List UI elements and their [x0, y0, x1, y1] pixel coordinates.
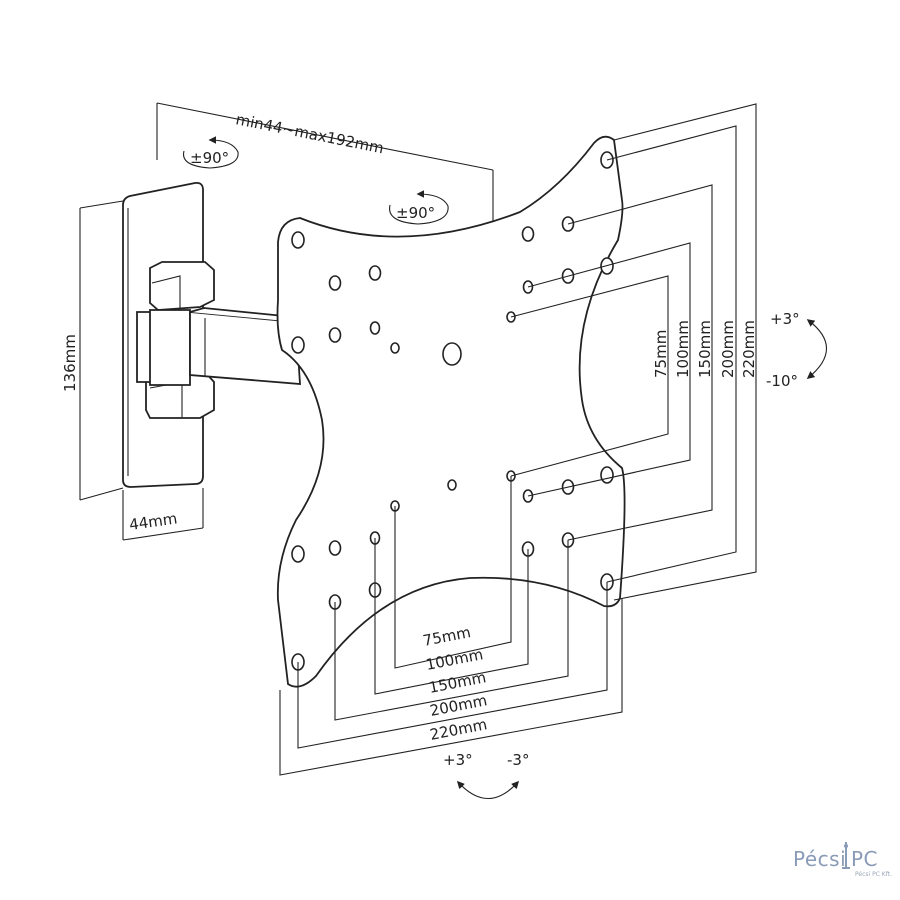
- swivel-wall-label: ±90°: [190, 149, 229, 167]
- rotate-arrow-icon: [182, 136, 239, 169]
- swivel-wall-indicator: ±90°: [182, 136, 239, 169]
- curved-double-arrow-icon: [806, 319, 828, 379]
- tilt-indicator: +3° -10°: [766, 310, 828, 390]
- vesa-vertical-150: 150mm: [696, 320, 714, 378]
- swivel-plate-indicator: ±90°: [389, 190, 449, 225]
- level-indicator: +3° -3°: [443, 751, 529, 799]
- logo-text-right: PC: [851, 847, 878, 871]
- logo-subtitle: Pécsi PC Kft.: [855, 871, 892, 878]
- wall-plate: [122, 181, 215, 488]
- tilt-down-label: -10°: [766, 372, 798, 390]
- vesa-vertical-220: 220mm: [740, 320, 758, 378]
- wall-plate-height-label: 136mm: [61, 334, 79, 392]
- tilt-up-label: +3°: [770, 310, 800, 328]
- level-plus-label: +3°: [443, 751, 473, 769]
- tower-icon: [842, 842, 850, 869]
- vesa-horizontal-75: 75mm: [421, 623, 472, 650]
- vesa-vertical-dimensions: 75mm 100mm 150mm 200mm 220mm: [510, 103, 758, 601]
- vesa-plate: [276, 135, 626, 688]
- wall-plate-depth-dimension: 44mm: [122, 488, 204, 541]
- curved-double-arrow-icon: [456, 780, 520, 799]
- level-minus-label: -3°: [507, 751, 529, 769]
- swivel-arm: [189, 307, 308, 385]
- rotate-arrow-icon: [389, 190, 449, 225]
- swivel-plate-label: ±90°: [396, 204, 435, 222]
- wall-plate-depth-label: 44mm: [128, 509, 178, 534]
- vesa-vertical-75: 75mm: [652, 330, 670, 378]
- pecsi-pc-logo: Pécsi PC Pécsi PC Kft.: [793, 842, 892, 878]
- wall-plate-height-dimension: 136mm: [61, 200, 124, 501]
- vesa-horizontal-220: 220mm: [428, 715, 488, 744]
- logo-text-left: Pécsi: [793, 847, 846, 871]
- vesa-vertical-200: 200mm: [719, 320, 737, 378]
- vesa-vertical-100: 100mm: [674, 320, 692, 378]
- arm-extension-label: min44~max192mm: [234, 110, 385, 157]
